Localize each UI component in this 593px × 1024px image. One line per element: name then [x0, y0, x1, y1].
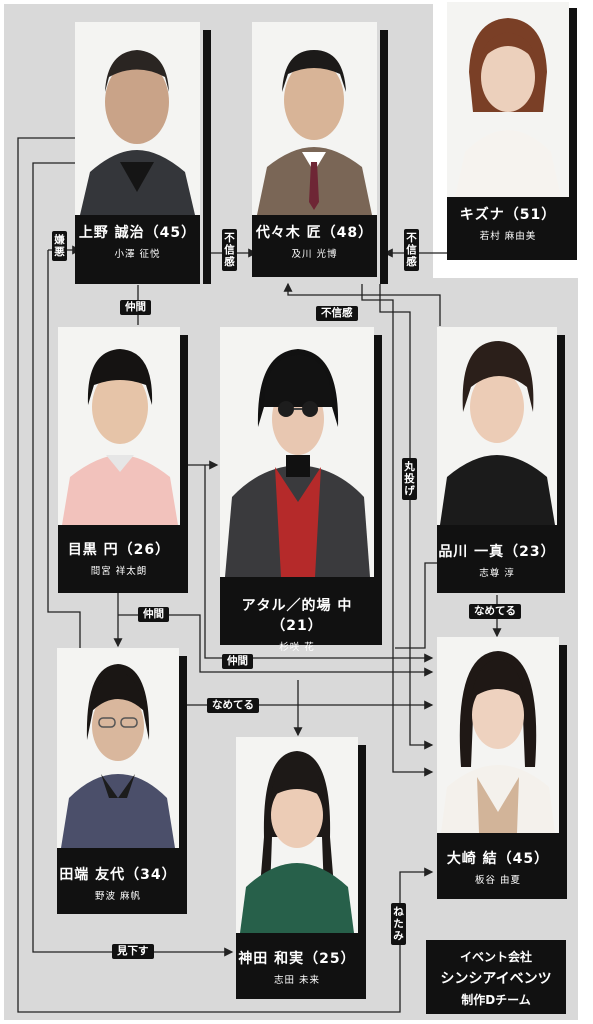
actor-ueno: 小澤 征悦: [114, 249, 161, 260]
actor-osaki: 板谷 由夏: [474, 875, 522, 886]
name-ataru: アタル／的場 中（21）: [241, 598, 353, 634]
tag-mikudasu: 見下す: [112, 944, 154, 959]
card-ueno[interactable]: 上野 誠治（45） 小澤 征悦: [75, 22, 211, 284]
tag-nakama-meguro-ueno: 仲間: [120, 300, 151, 315]
name-meguro: 目黒 円（26）: [67, 542, 171, 558]
tag-fushinkan-kizuna-yoyogi: 不信感: [404, 229, 419, 271]
card-tabata[interactable]: 田端 友代（34） 野波 麻帆: [57, 648, 187, 914]
portrait-shinagawa: [437, 327, 557, 525]
name-tabata: 田端 友代（34）: [59, 867, 177, 883]
actor-shinagawa: 志尊 淳: [479, 568, 515, 579]
portrait-ataru: [220, 327, 374, 577]
tag-nameteru-tabata-osaki: なめてる: [207, 698, 259, 713]
tag-marunage: 丸投げ: [402, 458, 417, 500]
tag-nameteru-shinagawa-osaki: なめてる: [469, 604, 521, 619]
actor-kanda: 志田 未来: [273, 975, 321, 986]
name-kanda: 神田 和実（25）: [238, 951, 356, 967]
company-line-3: 制作Dチーム: [461, 993, 531, 1007]
company-line-2: シンシアイベンツ: [440, 971, 552, 987]
portrait-ueno: [75, 22, 200, 215]
card-yoyogi[interactable]: 代々木 匠（48） 及川 光博: [252, 22, 388, 284]
actor-tabata: 野波 麻帆: [94, 891, 142, 902]
card-kanda[interactable]: 神田 和実（25） 志田 未来: [236, 737, 366, 999]
company-box: イベント会社 シンシアイベンツ 制作Dチーム: [426, 940, 566, 1014]
actor-meguro: 間宮 祥太朗: [90, 566, 148, 577]
actor-yoyogi: 及川 光博: [291, 249, 338, 260]
portrait-kizuna: [447, 2, 569, 197]
portrait-tabata: [57, 648, 179, 848]
tag-nakama-meguro-tabata: 仲間: [138, 607, 169, 622]
name-osaki: 大崎 結（45）: [446, 851, 550, 867]
tag-kenno: 嫌悪: [52, 231, 67, 261]
actor-kizuna: 若村 麻由美: [479, 231, 537, 242]
card-osaki[interactable]: 大崎 結（45） 板谷 由夏: [437, 637, 567, 899]
tag-fushinkan-ataru-yoyogi: 不信感: [316, 306, 358, 321]
tag-fushinkan-ueno-yoyogi: 不信感: [222, 229, 237, 271]
portrait-kanda: [236, 737, 358, 933]
name-kizuna: キズナ（51）: [459, 207, 557, 223]
company-line-1: イベント会社: [459, 950, 532, 964]
tag-nakama-ataru-osaki: 仲間: [222, 654, 253, 669]
card-ataru[interactable]: アタル／的場 中（21） 杉咲 花: [220, 327, 382, 653]
portrait-yoyogi: [252, 22, 377, 215]
tag-netami: ねたみ: [391, 903, 406, 945]
card-meguro[interactable]: 目黒 円（26） 間宮 祥太朗: [58, 327, 188, 593]
actor-ataru: 杉咲 花: [279, 642, 315, 653]
card-shinagawa[interactable]: 品川 一真（23） 志尊 淳: [437, 327, 565, 593]
card-kizuna[interactable]: キズナ（51） 若村 麻由美: [447, 2, 577, 260]
portrait-meguro: [58, 327, 180, 525]
name-ueno: 上野 誠治（45）: [78, 225, 197, 241]
name-yoyogi: 代々木 匠（48）: [255, 225, 374, 241]
portrait-osaki: [437, 637, 559, 833]
name-shinagawa: 品川 一真（23）: [438, 544, 556, 560]
